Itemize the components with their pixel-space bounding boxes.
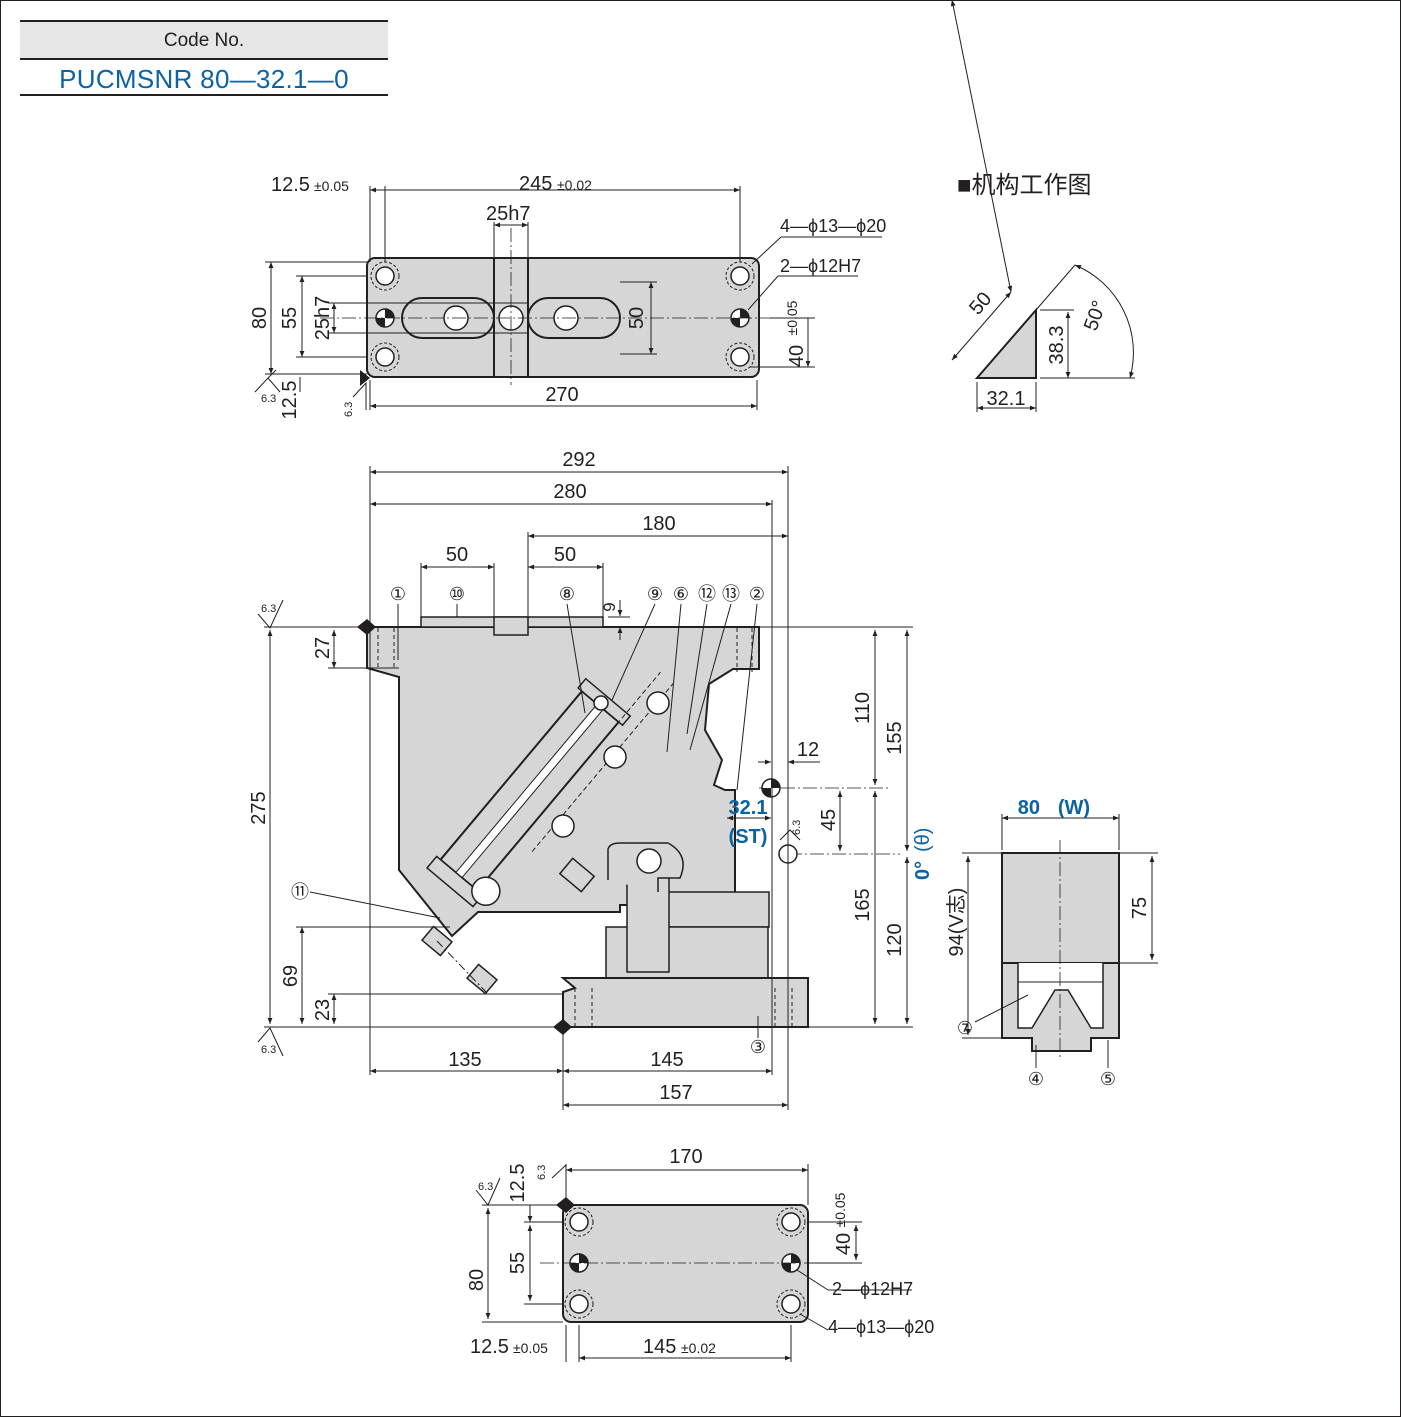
dim-135: 135: [448, 1049, 481, 1071]
holes-4-label: 4—ϕ13—ϕ20: [780, 216, 886, 236]
theta-value: 0°: [912, 861, 934, 880]
tol-40-top: ±0.05: [784, 300, 800, 335]
part-4: ④: [1028, 1069, 1044, 1089]
tol-40-bottom: ±0.05: [832, 1192, 848, 1227]
side-view-text: 80 (W) 75 94(V志) ⑦ ④ ⑤: [945, 797, 1151, 1089]
dim-157: 157: [659, 1082, 692, 1104]
width-label: (W): [1058, 797, 1090, 819]
part-10: ⑩: [449, 584, 465, 604]
mechanism-diagram: [950, 0, 1135, 412]
dim-80-top: 80: [249, 307, 271, 329]
mechanism-title: ■机构工作图: [957, 172, 1092, 199]
dim-145: 145: [650, 1049, 683, 1071]
pivot-pin: [636, 848, 662, 874]
bottom-plate: [562, 1204, 809, 1323]
roughness-right: 6.3: [791, 820, 803, 835]
bottom-mount-holes: [564, 1207, 806, 1319]
holes-2-label: 2—ϕ12H7: [780, 256, 861, 276]
dim-40-bottom: 40: [833, 1233, 855, 1255]
dim-55-bottom: 55: [507, 1252, 529, 1274]
bottom-roughness-b: 6.3: [536, 1165, 548, 1180]
dim-80-bottom: 80: [466, 1269, 488, 1291]
roughness-top: 6.3: [261, 603, 276, 615]
bottom-holes-4: 4—ϕ13—ϕ20: [828, 1317, 934, 1337]
dim-50-top: 50: [626, 307, 648, 329]
dim-145-bottom: 145: [643, 1336, 676, 1358]
roughness-a: 6.3: [261, 393, 276, 405]
mechanism-base: 32.1: [987, 388, 1026, 410]
dim-12-5-left: 12.5: [470, 1336, 509, 1358]
roughness-b: 6.3: [343, 402, 355, 417]
part-9: ⑨: [647, 584, 663, 604]
code-label: Code No.: [20, 20, 388, 60]
part-7: ⑦: [957, 1018, 973, 1038]
dim-155: 155: [884, 721, 906, 754]
part-1: ①: [390, 584, 406, 604]
part-2: ②: [749, 584, 765, 604]
dim-292: 292: [562, 449, 595, 471]
roughness-bottom: 6.3: [261, 1044, 276, 1056]
top-key: [493, 616, 529, 636]
dim-45: 45: [818, 809, 840, 831]
part-11: ⑪: [291, 882, 309, 902]
side-view: [962, 814, 1158, 1068]
dim-120: 120: [884, 923, 906, 956]
part-6: ⑥: [673, 584, 689, 604]
dim-50-a: 50: [446, 544, 468, 566]
width-value: 80: [1018, 797, 1040, 819]
dim-12: 12: [797, 739, 819, 761]
dim-270: 270: [545, 384, 578, 406]
stroke-label: (ST): [729, 826, 768, 848]
tol-002: ±0.02: [557, 177, 592, 193]
dim-170: 170: [669, 1146, 702, 1168]
dim-12-5-bottom-view: 12.5: [507, 1164, 529, 1203]
mechanism-angle: 50°: [1080, 298, 1111, 334]
dim-280: 280: [553, 481, 586, 503]
code-number: PUCMSNR 80—32.1—0: [20, 60, 388, 96]
dim-110: 110: [852, 692, 874, 724]
dim-40-top: 40: [786, 345, 808, 367]
bottom-holes-2: 2—ϕ12H7: [832, 1279, 913, 1299]
dim-94-side: 94(V志): [945, 888, 968, 957]
part-13: ⑬: [722, 584, 740, 604]
stroke-value: 32.1: [729, 797, 768, 819]
front-view: [257, 466, 913, 1110]
mechanism-height: 38.3: [1046, 326, 1068, 365]
part-12: ⑫: [698, 584, 716, 604]
dim-275: 275: [248, 791, 270, 824]
dim-75-side: 75: [1129, 897, 1151, 919]
dim-180: 180: [642, 513, 675, 535]
dim-55-top: 55: [279, 307, 301, 329]
bottom-tol-005: ±0.05: [513, 1340, 548, 1356]
base-plate: [560, 977, 809, 1028]
bottom-roughness-a: 6.3: [478, 1181, 493, 1193]
part-8: ⑧: [559, 584, 575, 604]
dim-50-b: 50: [554, 544, 576, 566]
dim-25h7-top: 25h7: [486, 203, 531, 225]
dim-23: 23: [312, 999, 334, 1021]
bottom-view: [475, 1163, 912, 1362]
tol-005: ±0.05: [314, 178, 349, 194]
dim-12-5-top: 12.5: [271, 174, 310, 196]
dim-9: 9: [600, 602, 619, 611]
dim-165: 165: [852, 888, 874, 921]
dim-69: 69: [280, 965, 302, 987]
side-upper: [1001, 852, 1120, 964]
theta-label: (θ): [912, 828, 934, 852]
dim-27: 27: [312, 637, 334, 659]
bottom-view-text: 170 12.5 6.3 6.3 80 55 40 ±0.05 2—ϕ12H7 …: [466, 1146, 934, 1358]
front-view-text: 292 280 180 50 50 9 27 275 69 23 135 145…: [248, 449, 934, 1104]
code-header: Code No. PUCMSNR 80—32.1—0: [20, 20, 388, 96]
dim-25h7-side: 25h7: [312, 296, 334, 341]
part-3: ③: [750, 1037, 766, 1057]
bottom-tol-002: ±0.02: [681, 1340, 716, 1356]
top-view-text: 12.5 ±0.05 245 ±0.02 25h7 4—ϕ13—ϕ20 2—ϕ1…: [249, 173, 886, 419]
part-5: ⑤: [1100, 1069, 1116, 1089]
top-view: [254, 186, 882, 410]
dim-12-5-bottom: 12.5: [279, 381, 301, 420]
dim-245: 245: [519, 173, 552, 195]
